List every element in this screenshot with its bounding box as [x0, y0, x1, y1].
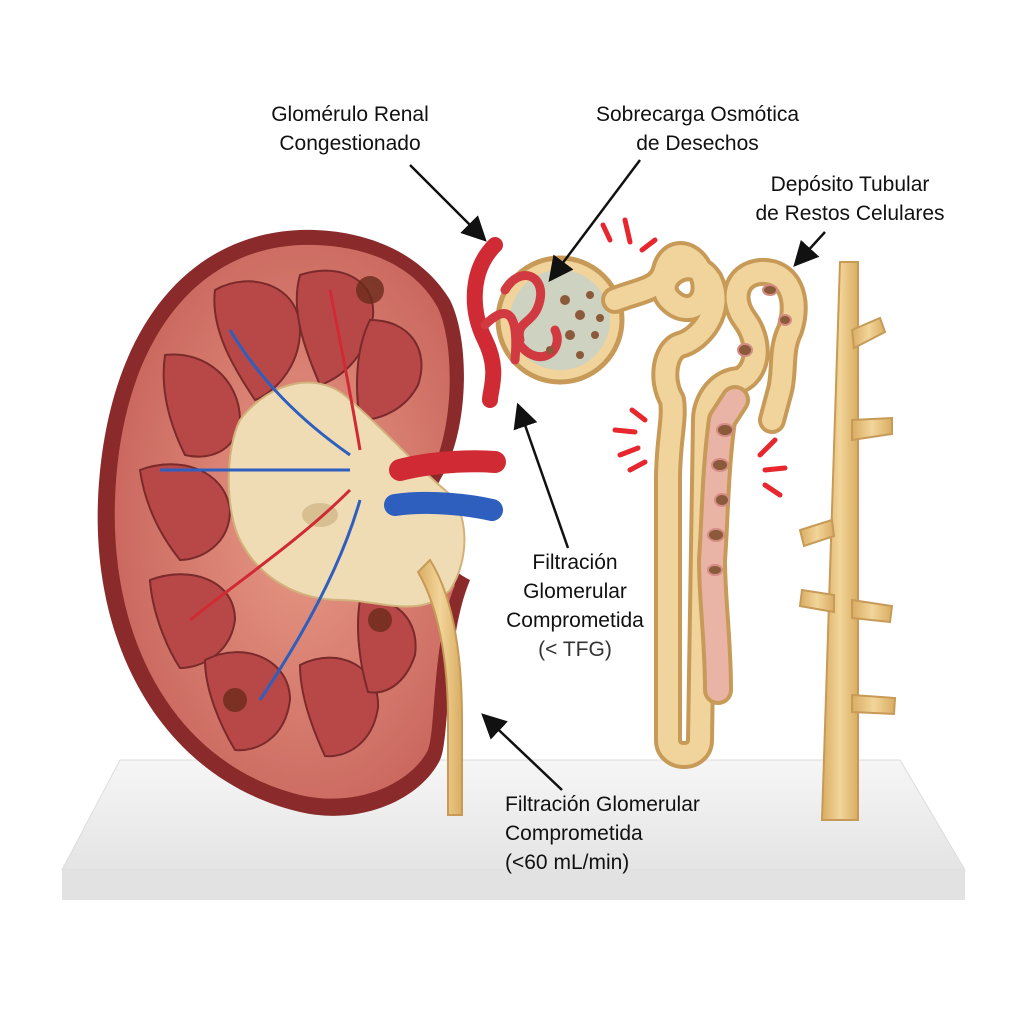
collecting-duct	[798, 261, 897, 821]
interlobar-vessels	[160, 289, 362, 701]
kidney-lesions	[223, 276, 392, 712]
alert-marks	[600, 217, 788, 498]
label-filtration-compromised-tfg: Filtración Glomerular Comprometida (< TF…	[480, 548, 670, 664]
label-line: Glomérulo Renal	[271, 103, 429, 126]
label-filtration-compromised-rate: Filtración Glomerular Comprometida (<60 …	[505, 790, 775, 877]
label-line: Depósito Tubular	[770, 173, 930, 196]
afferent-arteriole	[466, 237, 503, 408]
label-tubular-deposit: Depósito Tubular de Restos Celulares	[725, 170, 975, 228]
renal-vein	[384, 491, 503, 521]
label-line: Filtración Glomerular	[505, 793, 700, 816]
callout-arrows	[409, 159, 826, 791]
label-line: Sobrecarga Osmótica	[595, 103, 800, 126]
label-line: Comprometida	[506, 609, 644, 632]
label-line: (< TFG)	[538, 638, 612, 661]
tubular-debris	[707, 284, 792, 576]
arrow-glomerulus	[409, 164, 487, 242]
label-line: de Restos Celulares	[755, 202, 945, 225]
osmotic-particles	[546, 291, 604, 359]
arrow-filtration-bottom	[481, 713, 563, 791]
arrow-tubular	[793, 231, 826, 267]
label-line: Congestionado	[279, 132, 421, 155]
capillary-tuft	[480, 271, 562, 365]
kidney-cross-section	[97, 229, 506, 816]
label-line: Glomerular	[523, 580, 627, 603]
label-line: Filtración	[532, 551, 618, 574]
label-line: Comprometida	[505, 822, 643, 845]
label-line: (<60 mL/min)	[505, 851, 630, 874]
label-congested-glomerulus: Glomérulo Renal Congestionado	[225, 100, 475, 158]
label-osmotic-overload: Sobrecarga Osmótica de Desechos	[565, 100, 830, 158]
label-line: de Desechos	[636, 132, 759, 155]
arrow-osmotic	[548, 159, 641, 282]
arrow-filtration-small	[513, 402, 570, 549]
ureter	[416, 558, 463, 816]
nephron-tubule	[601, 241, 808, 769]
glomerulus	[466, 237, 625, 408]
renal-artery	[389, 450, 506, 481]
